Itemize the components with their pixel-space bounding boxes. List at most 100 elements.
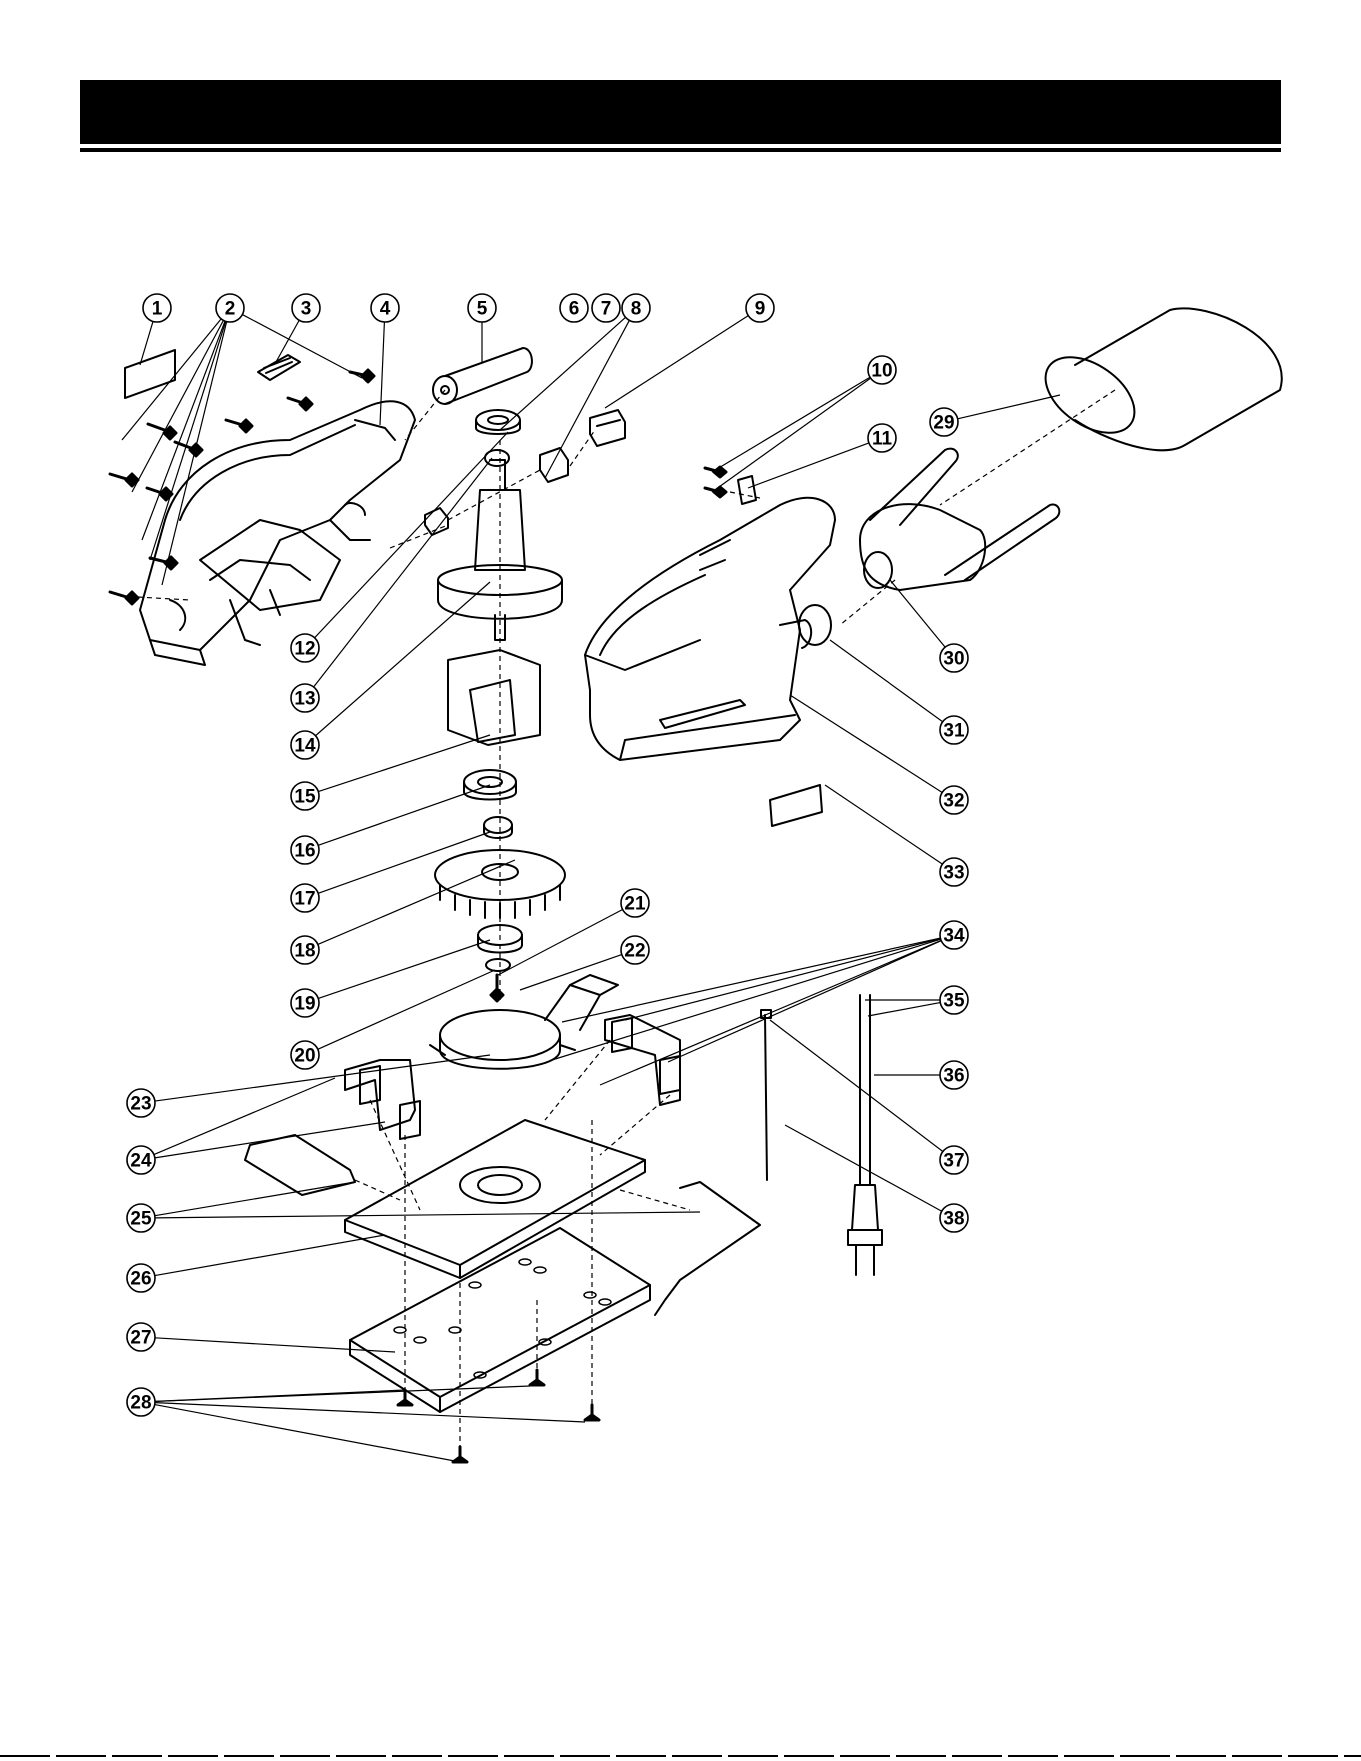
leader-c23-0 (155, 1055, 490, 1101)
callout-3: 3 (292, 294, 320, 322)
leader-c26-0 (155, 1235, 385, 1276)
leader-c31-0 (830, 640, 943, 722)
leader-c2-3 (150, 321, 226, 560)
callout-16: 16 (291, 836, 319, 864)
leader-c37-0 (770, 1020, 943, 1152)
callout-31: 31 (940, 716, 968, 744)
callout-1: 1 (143, 294, 171, 322)
callout-label-34: 34 (943, 926, 965, 947)
callout-label-37: 37 (943, 1151, 964, 1172)
part-25-wire-clamps (245, 1135, 760, 1315)
callout-label-33: 33 (943, 863, 964, 884)
leader-c2-2 (142, 321, 225, 540)
leader-c32-0 (790, 695, 942, 792)
leader-c34-2 (668, 941, 941, 1062)
callout-27: 27 (127, 1323, 155, 1351)
part-31-o-ring (799, 605, 831, 645)
callout-21: 21 (621, 889, 649, 917)
leader-c19-0 (318, 940, 490, 998)
callout-label-28: 28 (130, 1393, 151, 1414)
leader-c2-4 (162, 322, 227, 585)
callout-label-35: 35 (943, 991, 965, 1012)
leader-c4-0 (380, 322, 384, 425)
part-32-right-housing (585, 498, 835, 760)
part-3-vent-plate (258, 355, 300, 380)
callout-6: 6 (560, 294, 588, 322)
callout-label-25: 25 (130, 1209, 152, 1230)
callout-label-20: 20 (294, 1046, 315, 1067)
part-10-screws (705, 467, 726, 497)
callout-22: 22 (621, 936, 649, 964)
callout-label-13: 13 (294, 689, 315, 710)
callout-label-8: 8 (631, 299, 642, 320)
callout-label-19: 19 (294, 994, 315, 1015)
callout-label-36: 36 (943, 1066, 964, 1087)
callout-label-38: 38 (943, 1209, 964, 1230)
part-1-label-sticker (125, 350, 175, 398)
callout-label-11: 11 (872, 429, 893, 450)
callout-7: 7 (592, 294, 620, 322)
callout-32: 32 (940, 786, 968, 814)
callout-label-10: 10 (871, 361, 892, 382)
part-15-field-coil (448, 650, 540, 745)
callout-10: 10 (868, 356, 896, 384)
part-6-brush-holder (425, 448, 568, 535)
callout-4: 4 (371, 294, 399, 322)
leader-c38-0 (785, 1125, 942, 1211)
callout-33: 33 (940, 858, 968, 886)
part-4-left-housing (140, 401, 415, 665)
callout-25: 25 (127, 1204, 155, 1232)
leader-c10-1 (712, 378, 871, 492)
leader-c16-0 (318, 785, 490, 845)
callout-label-30: 30 (943, 649, 964, 670)
callout-14: 14 (291, 731, 319, 759)
callout-label-21: 21 (624, 894, 646, 915)
callout-35: 35 (940, 986, 968, 1014)
part-29-dust-bag (1032, 308, 1282, 450)
part-21-screw (491, 975, 503, 1001)
callout-label-7: 7 (601, 299, 612, 320)
callout-label-9: 9 (755, 299, 766, 320)
callout-label-23: 23 (130, 1094, 151, 1115)
leader-c14-0 (316, 582, 490, 736)
part-11-cord-clamp (738, 476, 756, 504)
callout-label-32: 32 (943, 791, 964, 812)
callout-29: 29 (930, 408, 958, 436)
callouts: 1234567891011121314151617181920212223242… (127, 294, 968, 1416)
callout-label-17: 17 (294, 889, 315, 910)
leader-c34-0 (562, 938, 940, 1022)
callout-20: 20 (291, 1041, 319, 1069)
leader-c678-1 (545, 320, 629, 478)
callout-8: 8 (622, 294, 650, 322)
callout-26: 26 (127, 1264, 155, 1292)
part-12-bearing (476, 410, 520, 434)
leader-c10-0 (712, 377, 870, 472)
callout-12: 12 (291, 634, 319, 662)
callout-34: 34 (940, 921, 968, 949)
callout-label-15: 15 (294, 787, 316, 808)
callout-label-22: 22 (624, 941, 645, 962)
leader-c29-0 (958, 395, 1060, 419)
leader-c2-0 (122, 319, 221, 440)
leader-c13-0 (314, 458, 492, 687)
callout-label-31: 31 (943, 721, 965, 742)
callout-30: 30 (940, 644, 968, 672)
part-16-bearing (464, 770, 516, 800)
part-17-spacer (484, 817, 512, 838)
callout-9: 9 (746, 294, 774, 322)
part-28-pad-screws (398, 1370, 599, 1462)
leader-c9-0 (605, 316, 748, 408)
callout-label-2: 2 (225, 299, 236, 320)
callout-label-6: 6 (569, 299, 580, 320)
callout-18: 18 (291, 936, 319, 964)
callout-2: 2 (216, 294, 244, 322)
callout-label-27: 27 (130, 1328, 151, 1349)
assembly-lines (120, 390, 1115, 1447)
callout-38: 38 (940, 1204, 968, 1232)
part-20-washer (486, 959, 510, 971)
part-2-screws (110, 370, 374, 604)
callout-label-3: 3 (301, 299, 312, 320)
leader-c11-0 (748, 443, 869, 488)
leader-c30-0 (890, 580, 945, 647)
